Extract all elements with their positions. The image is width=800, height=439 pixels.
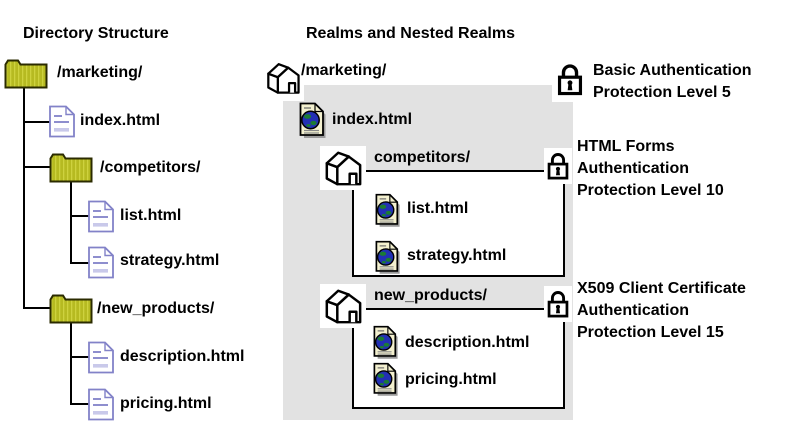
- tree-branch-line: [70, 215, 90, 217]
- basic-auth-lock-tile: [552, 58, 588, 102]
- realm-new-products-label: new_products/: [374, 287, 487, 304]
- basic-auth-annotation: Basic Authentication Protection Level 5: [593, 60, 752, 104]
- document-icon: [49, 105, 75, 138]
- annotation-line: X509 Client Certificate: [577, 280, 746, 297]
- realm-list-label: list.html: [407, 200, 469, 217]
- realm-pricing-label: pricing.html: [405, 371, 497, 388]
- tree-branch-line: [70, 403, 90, 405]
- dir-list-label: list.html: [120, 207, 182, 224]
- dir-strategy-label: strategy.html: [120, 252, 220, 269]
- html-file-icon: [299, 102, 327, 139]
- folder-icon: [4, 59, 48, 89]
- realm-house-icon: [322, 286, 364, 326]
- document-icon: [88, 200, 114, 233]
- realm-description-label: description.html: [405, 334, 530, 351]
- document-icon: [88, 388, 114, 421]
- tree-branch-line: [70, 262, 90, 264]
- tree-branch-line: [70, 356, 90, 358]
- annotation-line: Authentication: [577, 302, 689, 319]
- annotation-line: Basic Authentication: [593, 62, 752, 79]
- annotation-line: Protection Level 15: [577, 324, 724, 341]
- html-file-icon: [373, 325, 399, 360]
- folder-icon: [49, 153, 93, 183]
- folder-icon: [49, 294, 93, 324]
- new-products-house-tile: [320, 284, 366, 328]
- dir-description-label: description.html: [120, 348, 245, 365]
- lock-icon: [546, 150, 570, 183]
- marketing-house-tile: [262, 55, 304, 101]
- realm-marketing-label: /marketing/: [301, 62, 387, 79]
- html-file-icon: [373, 362, 399, 397]
- competitors-house-tile: [320, 146, 366, 190]
- dir-index-label: index.html: [80, 112, 161, 129]
- realm-competitors-label: competitors/: [374, 149, 471, 166]
- tree-branch-line: [23, 166, 51, 168]
- x509-auth-annotation: X509 Client Certificate Authentication P…: [577, 278, 746, 344]
- realm-strategy-label: strategy.html: [407, 247, 507, 264]
- document-icon: [88, 246, 114, 279]
- competitors-lock-tile: [544, 148, 572, 184]
- dir-pricing-label: pricing.html: [120, 395, 212, 412]
- annotation-line: Authentication: [577, 160, 689, 177]
- lock-icon: [556, 61, 584, 99]
- tree-branch-line: [23, 121, 51, 123]
- realm-house-icon: [322, 148, 364, 188]
- tree-branch-line: [23, 307, 51, 309]
- tree-trunk-line: [23, 88, 25, 309]
- dir-new-products-label: /new_products/: [97, 300, 215, 317]
- tree-trunk-line: [70, 323, 72, 405]
- realm-index-label: index.html: [332, 111, 413, 128]
- document-icon: [88, 341, 114, 374]
- new-products-lock-tile: [544, 286, 572, 322]
- html-file-icon: [375, 193, 401, 228]
- html-forms-auth-annotation: HTML Forms Authentication Protection Lev…: [577, 136, 724, 202]
- annotation-line: HTML Forms: [577, 138, 675, 155]
- dir-marketing-label: /marketing/: [57, 64, 143, 81]
- realms-heading: Realms and Nested Realms: [306, 25, 515, 42]
- lock-icon: [546, 288, 570, 321]
- directory-structure-heading: Directory Structure: [23, 25, 169, 42]
- realm-house-icon: [264, 57, 302, 99]
- annotation-line: Protection Level 5: [593, 84, 731, 101]
- dir-competitors-label: /competitors/: [100, 159, 201, 176]
- html-file-icon: [375, 240, 401, 275]
- tree-trunk-line: [70, 182, 72, 264]
- annotation-line: Protection Level 10: [577, 182, 724, 199]
